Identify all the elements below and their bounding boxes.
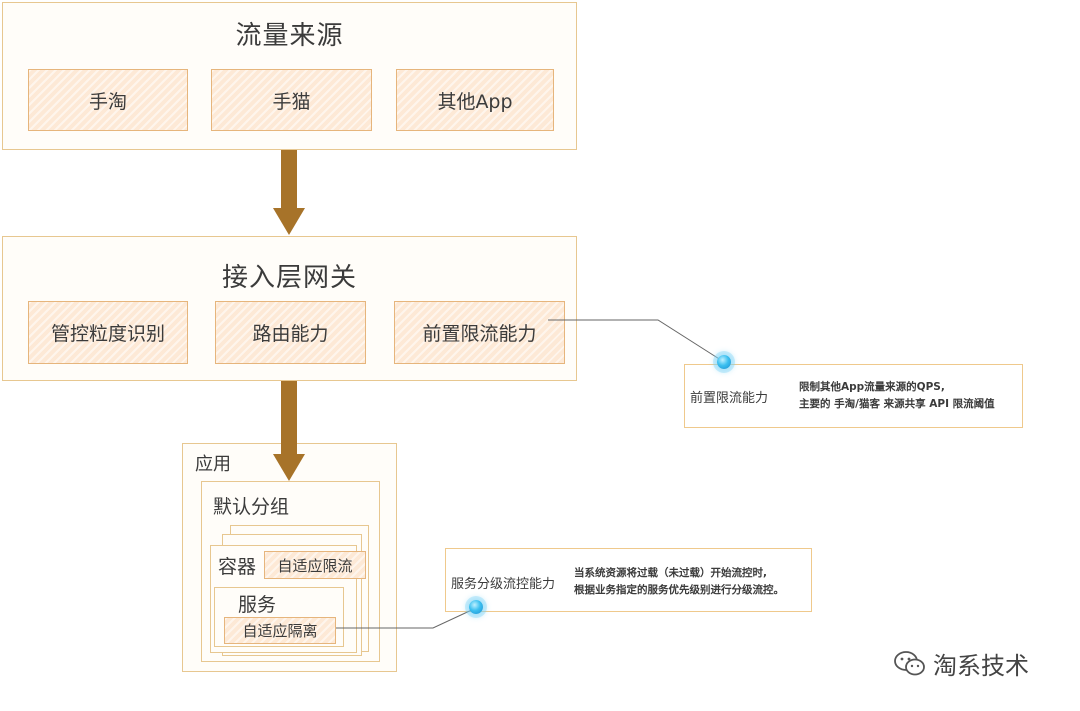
arrow-traffic-to-gateway	[273, 150, 305, 235]
wechat-icon	[894, 650, 925, 675]
service-label: 服务	[238, 594, 277, 616]
traffic-source-title: 流量来源	[235, 21, 344, 51]
gateway-callout-line2: 主要的 手淘/猫客 来源共享 API 限流阈值	[799, 398, 995, 410]
gateway-callout: 前置限流能力 限制其他App流量来源的QPS, 主要的 手淘/猫客 来源共享 A…	[684, 364, 1023, 428]
gateway-title: 接入层网关	[221, 263, 357, 293]
gateway-granularity: 管控粒度识别	[28, 301, 188, 364]
watermark-text: 淘系技术	[933, 652, 1029, 680]
service-callout-text: 当系统资源将过载（未过载）开始流控时, 根据业务指定的服务优先级别进行分级流控。	[574, 565, 784, 599]
gateway-panel: 接入层网关 管控粒度识别 路由能力 前置限流能力	[2, 236, 577, 381]
source-tmall: 手猫	[211, 69, 372, 131]
service-callout-title: 服务分级流控能力	[451, 577, 556, 592]
gateway-callout-dot	[717, 355, 731, 369]
service-callout-line1: 当系统资源将过载（未过载）开始流控时,	[574, 567, 767, 579]
gateway-callout-text: 限制其他App流量来源的QPS, 主要的 手淘/猫客 来源共享 API 限流阈值	[799, 379, 995, 413]
gateway-callout-line1: 限制其他App流量来源的QPS,	[799, 381, 945, 393]
watermark: 淘系技术	[893, 646, 1029, 681]
application-title: 应用	[195, 454, 231, 475]
service-adaptive-isolation: 自适应隔离	[224, 617, 336, 644]
container-adaptive-rate-limit: 自适应限流	[264, 551, 366, 579]
source-taobao: 手淘	[28, 69, 188, 131]
gateway-pre-rate-limit: 前置限流能力	[394, 301, 565, 364]
service-callout: 服务分级流控能力 当系统资源将过载（未过载）开始流控时, 根据业务指定的服务优先…	[445, 548, 812, 612]
service-callout-line2: 根据业务指定的服务优先级别进行分级流控。	[574, 584, 784, 596]
gateway-routing: 路由能力	[215, 301, 366, 364]
container-label: 容器	[218, 556, 257, 578]
traffic-source-panel: 流量来源 手淘 手猫 其他App	[2, 2, 577, 150]
gateway-callout-title: 前置限流能力	[690, 391, 769, 406]
service-callout-dot	[469, 600, 483, 614]
source-other-app: 其他App	[396, 69, 554, 131]
default-group-title: 默认分组	[213, 496, 290, 518]
